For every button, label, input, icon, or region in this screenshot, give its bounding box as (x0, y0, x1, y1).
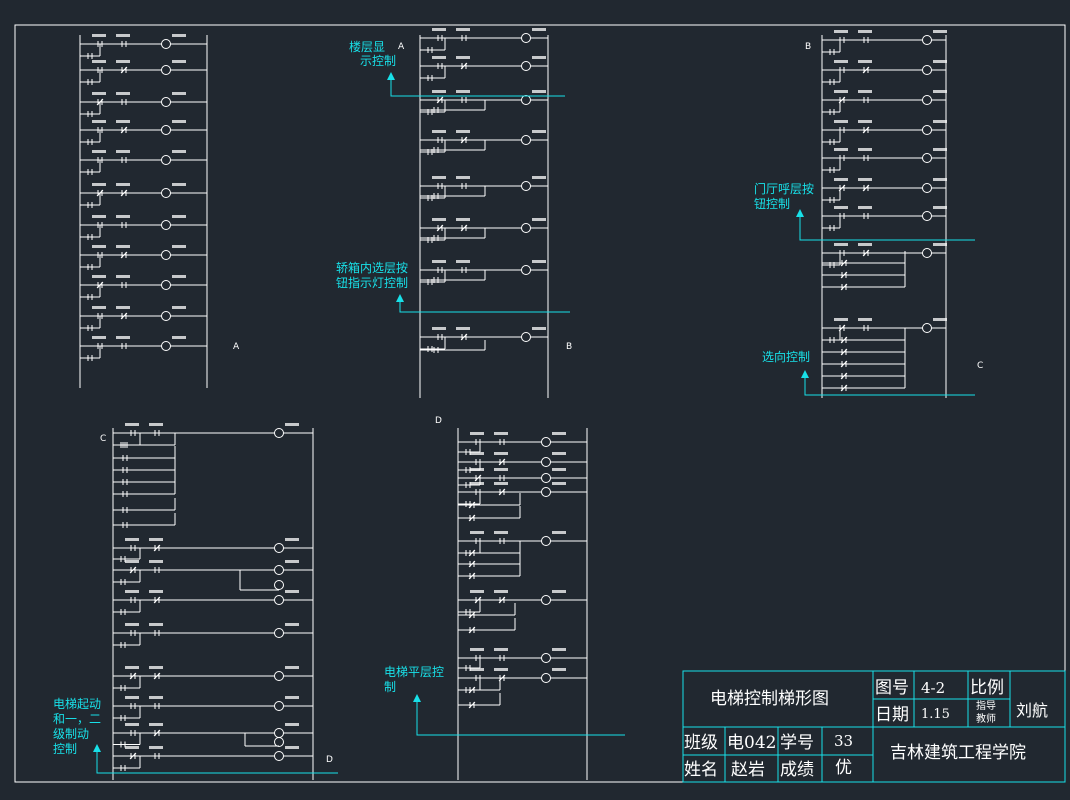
hall-buttons-note-2: 钮控制 (754, 196, 790, 211)
advisor-name: 刘航 (1016, 701, 1048, 720)
section-d-end: D (326, 755, 333, 765)
scale-label: 比例 (970, 678, 1004, 698)
grade-value: 优 (835, 758, 852, 778)
drawing-title: 电梯控制梯形图 (710, 689, 829, 709)
advisor-label-2: 教师 (976, 712, 996, 725)
start-brake-note-3: 级制动 (53, 727, 89, 741)
section-a-start: A (398, 42, 405, 52)
section-b-end: B (566, 342, 572, 352)
section-b-start: B (805, 42, 811, 52)
student-name: 赵岩 (731, 760, 765, 780)
drawing-frame (14, 24, 1066, 783)
leveling-note-1: 电梯平层控 (384, 665, 444, 679)
date-label: 日期 (875, 705, 909, 725)
start-brake-note-2: 和一，二 (53, 712, 101, 726)
floor-display-note-1: 楼层显 (349, 39, 385, 54)
title-block (682, 670, 1066, 783)
hall-buttons-note-1: 门厅呼层按 (754, 181, 814, 196)
grade-label: 成绩 (780, 760, 814, 780)
school-name: 吉林建筑工程学院 (890, 743, 1026, 763)
section-c-end: C (977, 361, 983, 371)
car-buttons-note-2: 钮指示灯控制 (336, 275, 408, 290)
student-no-label: 学号 (780, 733, 814, 753)
leveling-note-2: 制 (384, 680, 396, 694)
direction-note: 选向控制 (762, 349, 810, 364)
ladder-rungs (79, 28, 947, 780)
annotation-arrowheads (93, 72, 809, 752)
student-no: 33 (834, 732, 853, 750)
annotation-leaders (96, 78, 975, 774)
section-d-start: D (435, 416, 442, 426)
section-a-end: A (233, 342, 240, 352)
advisor-label-1: 指导 (976, 699, 996, 712)
class-label: 班级 (684, 733, 718, 753)
start-brake-note-4: 控制 (53, 742, 77, 756)
name-label: 姓名 (684, 760, 718, 780)
class-value: 电042 (727, 733, 776, 753)
start-brake-note-1: 电梯起动 (53, 697, 101, 711)
floor-display-note-2: 示控制 (360, 54, 396, 68)
section-c-start: C (100, 434, 106, 444)
drawing-no-label: 图号 (875, 678, 909, 698)
drawing-no: 4-2 (921, 679, 945, 697)
car-buttons-note-1: 轿箱内选层按 (336, 260, 408, 275)
date-value: 1.15 (921, 707, 950, 722)
